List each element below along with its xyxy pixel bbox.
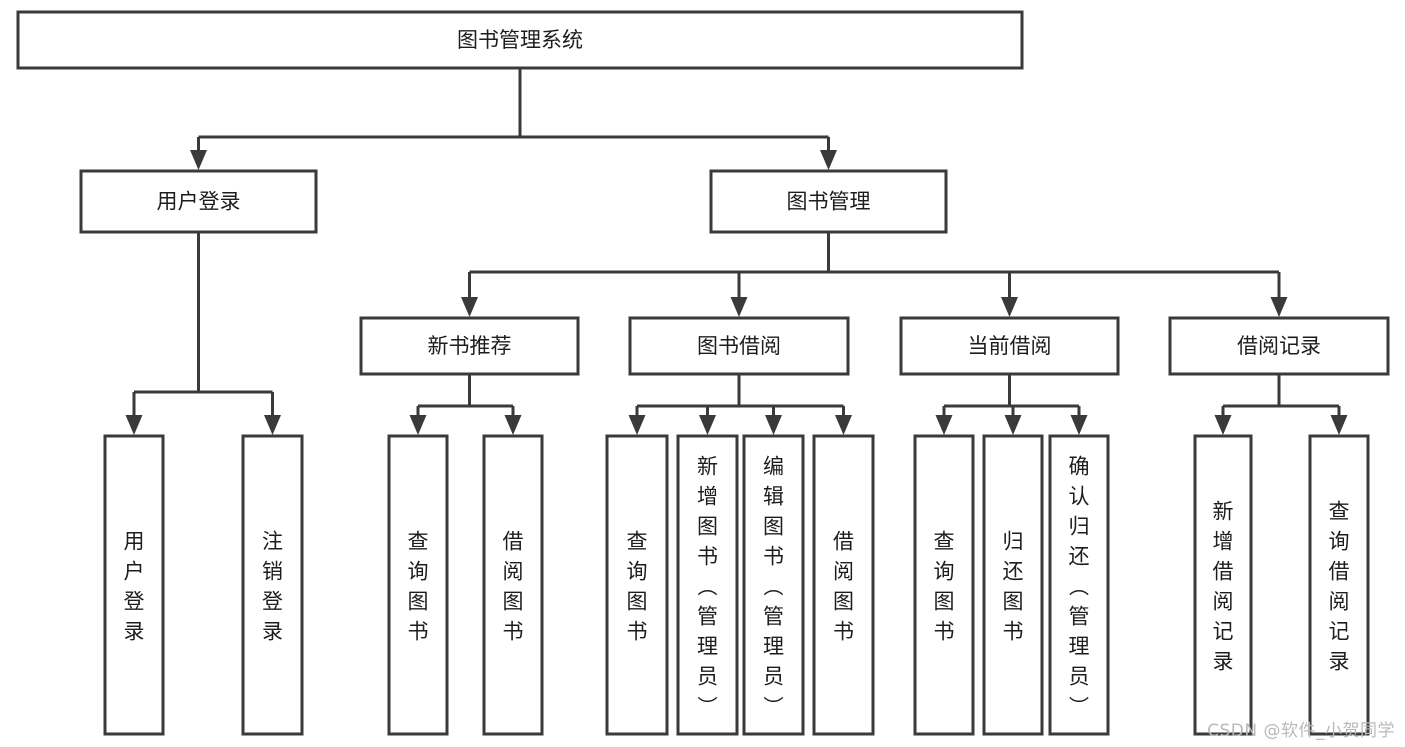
node-borrow-record[interactable]: 借阅记录 (1168, 316, 1390, 376)
node-box-leaf-add-borrow-record[interactable] (1193, 434, 1253, 736)
arrow-head-icon (820, 150, 837, 170)
node-book-manage[interactable]: 图书管理 (709, 169, 948, 234)
node-label-leaf-confirm-return-admin: 确认归还︵管理员︶ (1069, 454, 1090, 718)
node-leaf-query-book-recommend[interactable]: 查询图书 (387, 434, 449, 736)
node-label-book-borrow: 图书借阅 (697, 334, 781, 358)
node-box-leaf-user-login[interactable] (103, 434, 165, 736)
edges-layer (125, 68, 1348, 435)
node-label-user-login: 用户登录 (157, 190, 241, 214)
nodes-layer: 图书管理系统用户登录图书管理新书推荐图书借阅当前借阅借阅记录用户登录注销登录查询… (16, 10, 1390, 736)
node-label-leaf-query-borrow-record: 查询借阅记录 (1329, 499, 1350, 673)
node-label-leaf-edit-book-admin: 编辑图书︵管理员︶ (763, 454, 784, 718)
node-box-borrow-record[interactable] (1168, 316, 1390, 376)
node-box-root[interactable] (16, 10, 1024, 70)
arrow-head-icon (699, 415, 716, 435)
node-label-leaf-add-borrow-record: 新增借阅记录 (1213, 499, 1234, 673)
edge-group-book-manage (461, 232, 1288, 317)
node-box-user-login[interactable] (79, 169, 318, 234)
node-box-leaf-borrow-book-recommend[interactable] (482, 434, 544, 736)
edge-group-root (190, 68, 837, 170)
node-label-new-book-recommend: 新书推荐 (428, 334, 512, 358)
node-box-current-borrow[interactable] (899, 316, 1120, 376)
node-current-borrow[interactable]: 当前借阅 (899, 316, 1120, 376)
arrow-head-icon (504, 415, 522, 435)
arrow-head-icon (1330, 415, 1348, 435)
arrow-head-icon (409, 415, 427, 435)
node-leaf-add-borrow-record[interactable]: 新增借阅记录 (1193, 434, 1253, 736)
arrow-head-icon (628, 415, 646, 435)
node-box-leaf-add-book-admin[interactable] (676, 434, 739, 736)
node-leaf-borrow-book-recommend[interactable]: 借阅图书 (482, 434, 544, 736)
node-new-book-recommend[interactable]: 新书推荐 (359, 316, 580, 376)
node-label-leaf-query-book-recommend: 查询图书 (408, 529, 429, 643)
node-box-leaf-user-logout[interactable] (241, 434, 304, 736)
node-label-leaf-return-book: 归还图书 (1003, 529, 1024, 643)
arrow-head-icon (765, 415, 782, 435)
edge-group-book-borrow (628, 374, 852, 435)
edge-group-current-borrow (935, 374, 1088, 435)
arrow-head-icon (1004, 415, 1022, 435)
node-root[interactable]: 图书管理系统 (16, 10, 1024, 70)
node-leaf-edit-book-admin[interactable]: 编辑图书︵管理员︶ (742, 434, 805, 736)
node-box-leaf-borrow-book[interactable] (812, 434, 875, 736)
node-label-current-borrow: 当前借阅 (968, 334, 1052, 358)
node-box-leaf-return-book[interactable] (982, 434, 1044, 736)
node-label-leaf-user-login: 用户登录 (124, 529, 145, 643)
edge-group-borrow-record (1214, 374, 1348, 435)
node-box-leaf-query-book-borrow[interactable] (605, 434, 669, 736)
node-box-book-manage[interactable] (709, 169, 948, 234)
node-box-leaf-edit-book-admin[interactable] (742, 434, 805, 736)
node-label-borrow-record: 借阅记录 (1237, 334, 1321, 358)
node-label-leaf-query-book-borrow: 查询图书 (627, 529, 648, 643)
node-leaf-user-logout[interactable]: 注销登录 (241, 434, 304, 736)
node-leaf-user-login[interactable]: 用户登录 (103, 434, 165, 736)
arrow-head-icon (935, 415, 953, 435)
arrow-head-icon (1270, 297, 1288, 317)
node-leaf-query-borrow-record[interactable]: 查询借阅记录 (1308, 434, 1370, 736)
node-box-leaf-query-borrow-record[interactable] (1308, 434, 1370, 736)
arrow-head-icon (1070, 415, 1088, 435)
arrow-head-icon (1001, 297, 1018, 317)
node-box-leaf-query-book-recommend[interactable] (387, 434, 449, 736)
node-leaf-query-book-borrow[interactable]: 查询图书 (605, 434, 669, 736)
node-label-leaf-borrow-book-recommend: 借阅图书 (503, 529, 524, 643)
arrow-head-icon (190, 150, 207, 170)
node-box-leaf-query-book-current[interactable] (913, 434, 975, 736)
edge-group-user-login (125, 232, 281, 435)
node-label-leaf-borrow-book: 借阅图书 (833, 529, 854, 643)
node-book-borrow[interactable]: 图书借阅 (628, 316, 850, 376)
node-leaf-borrow-book[interactable]: 借阅图书 (812, 434, 875, 736)
node-label-leaf-query-book-current: 查询图书 (934, 529, 955, 643)
node-box-new-book-recommend[interactable] (359, 316, 580, 376)
node-label-root: 图书管理系统 (457, 28, 583, 52)
node-label-book-manage: 图书管理 (787, 190, 871, 214)
arrow-head-icon (1214, 415, 1232, 435)
edge-group-new-book-recommend (409, 374, 522, 435)
node-user-login[interactable]: 用户登录 (79, 169, 318, 234)
arrow-head-icon (730, 297, 748, 317)
node-label-leaf-add-book-admin: 新增图书︵管理员︶ (697, 454, 718, 718)
arrow-head-icon (835, 415, 852, 435)
node-leaf-confirm-return-admin[interactable]: 确认归还︵管理员︶ (1048, 434, 1110, 736)
arrow-head-icon (264, 415, 281, 435)
node-leaf-return-book[interactable]: 归还图书 (982, 434, 1044, 736)
node-box-book-borrow[interactable] (628, 316, 850, 376)
arrow-head-icon (125, 415, 143, 435)
arrow-head-icon (461, 297, 478, 317)
node-box-leaf-confirm-return-admin[interactable] (1048, 434, 1110, 736)
node-label-leaf-user-logout: 注销登录 (262, 529, 283, 643)
node-leaf-add-book-admin[interactable]: 新增图书︵管理员︶ (676, 434, 739, 736)
node-leaf-query-book-current[interactable]: 查询图书 (913, 434, 975, 736)
